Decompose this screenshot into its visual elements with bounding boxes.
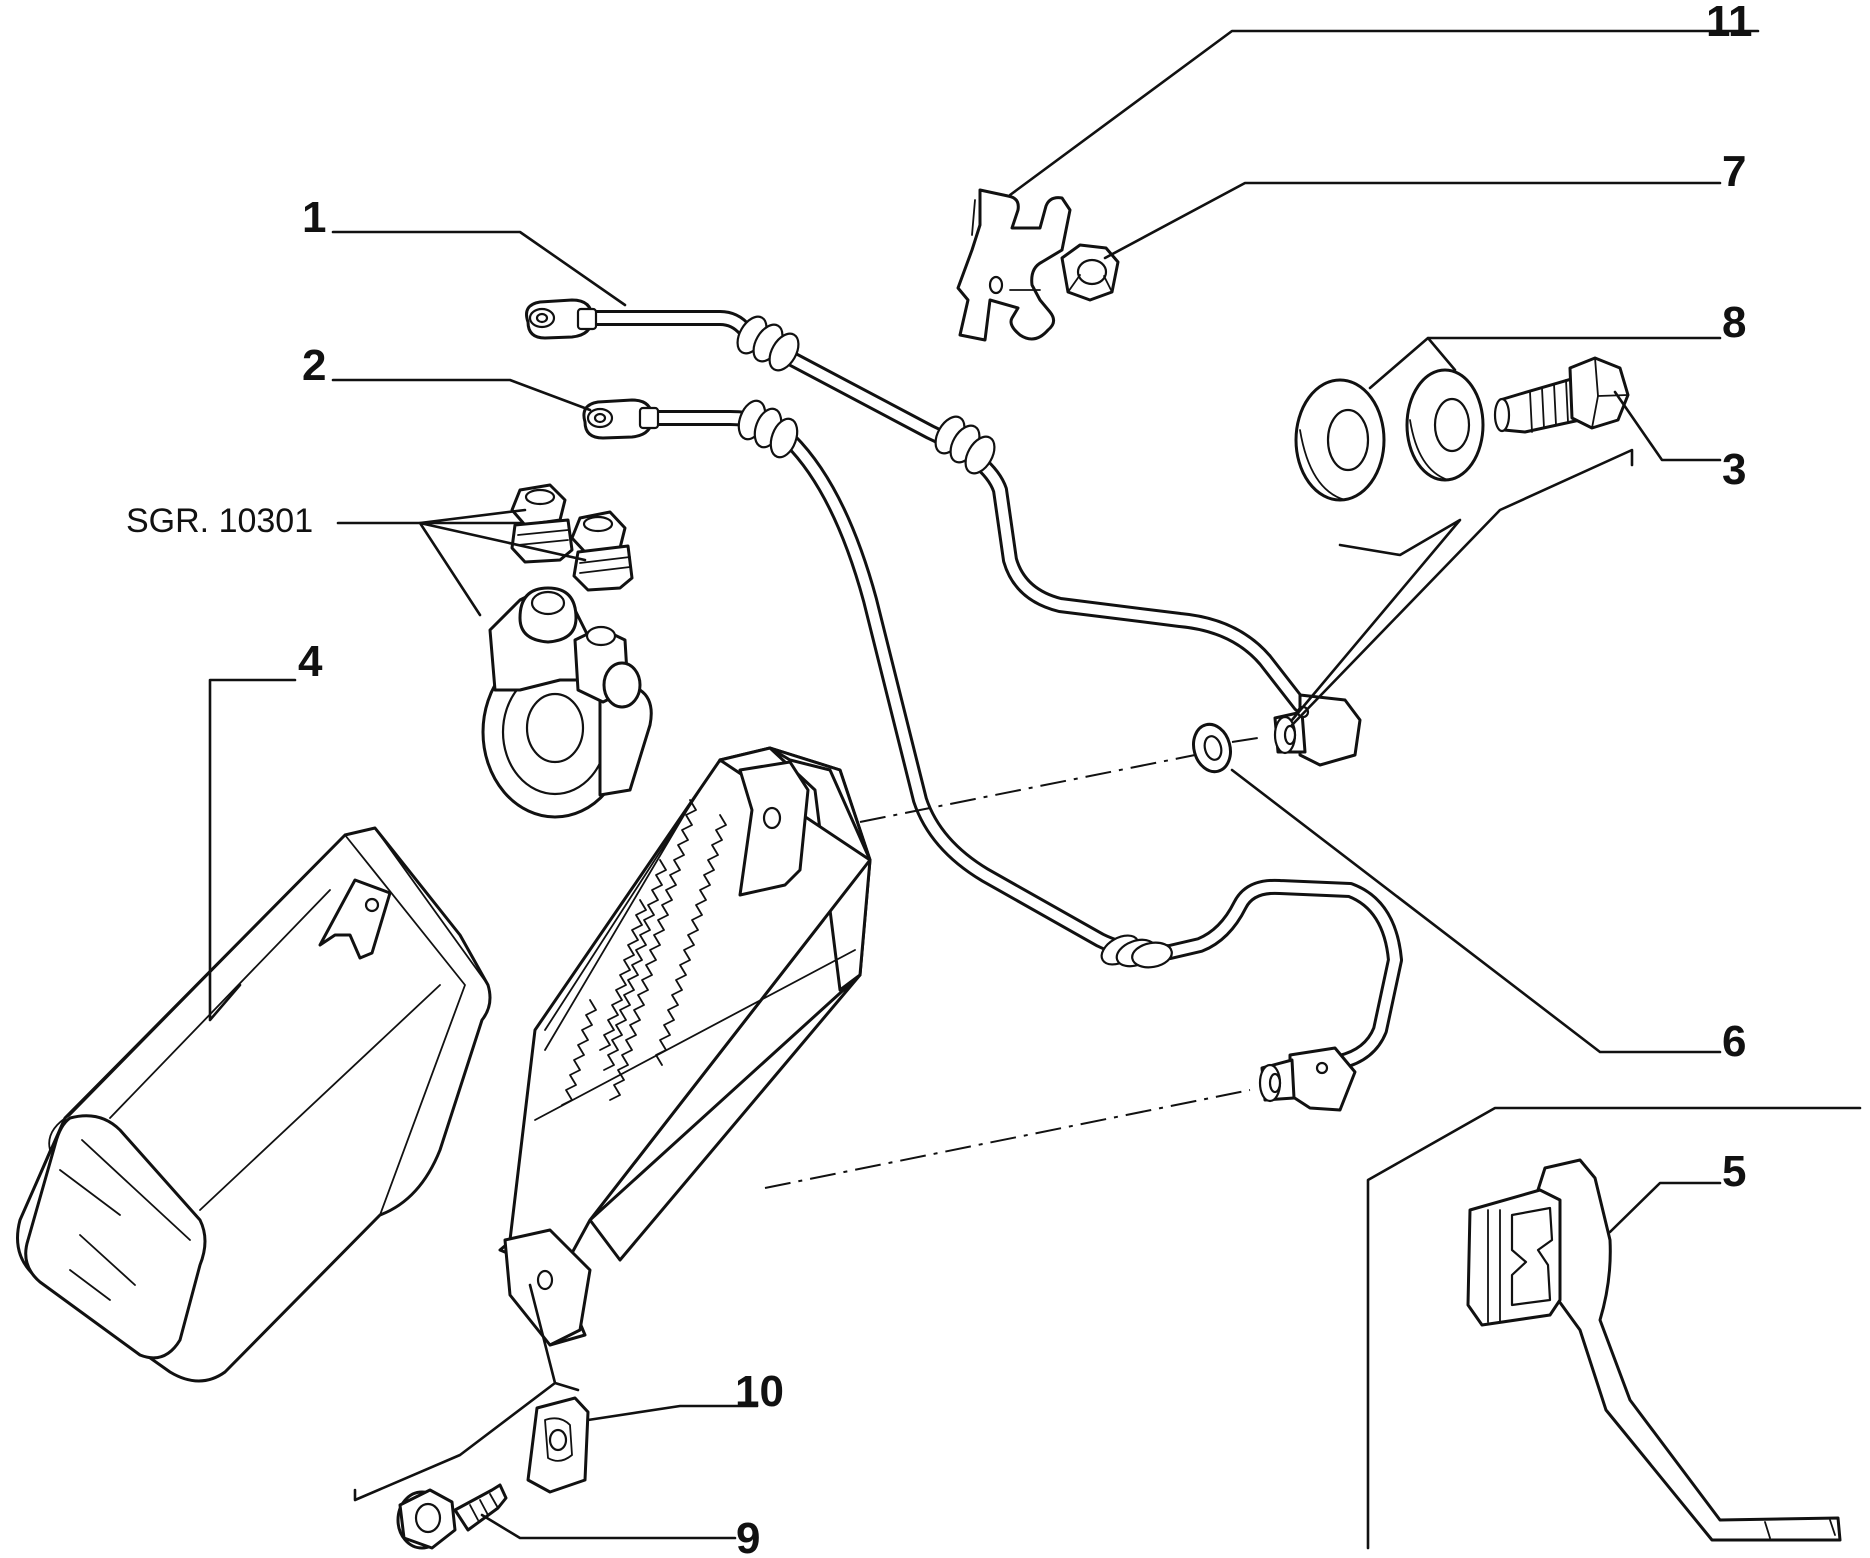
pipe-1-banjo-fitting [525, 298, 598, 340]
oil-cooler-radiator [498, 746, 872, 1347]
leader-11 [1008, 29, 1760, 197]
pipe-2-sleeve [737, 399, 1173, 969]
label-3: 3 [1722, 445, 1746, 494]
label-7: 7 [1722, 147, 1746, 196]
fan-3b [1290, 448, 1634, 727]
oil-pipe-1 [525, 298, 1362, 767]
union-fitting-a [510, 483, 574, 564]
leader-9 [480, 1513, 737, 1540]
label-10: 10 [735, 1367, 784, 1416]
leader-4 [208, 678, 297, 1022]
leader-7 [1103, 181, 1722, 260]
label-9: 9 [736, 1514, 760, 1558]
label-5: 5 [1722, 1147, 1746, 1196]
cooler-bottom-tab [503, 1228, 592, 1347]
label-2: 2 [302, 341, 326, 390]
label-11: 11 [1706, 0, 1753, 46]
leader-6 [1230, 768, 1722, 1054]
label-8: 8 [1722, 298, 1746, 347]
fan-9-10b [553, 1381, 580, 1392]
label-6: 6 [1722, 1017, 1746, 1066]
washer-8b [1405, 368, 1485, 482]
fan-5-frame [1366, 1106, 1862, 1550]
leader-1 [331, 230, 627, 307]
part-number-labels: 1 2 3 4 5 6 7 8 9 10 11 SGR. 10301 [126, 0, 1753, 1558]
label-sgr-reference: SGR. 10301 [126, 502, 313, 540]
leader-lines [208, 29, 1862, 1550]
oil-pipe-2 [582, 398, 1403, 1112]
fan-3 [1290, 518, 1462, 722]
cooler-mount-bracket-5 [1466, 1158, 1842, 1542]
assembly-centerlines [764, 737, 1259, 1189]
pipe-1-end-fitting [1273, 693, 1362, 767]
label-4: 4 [298, 637, 323, 686]
pipe-2-end-fitting [1258, 1046, 1357, 1112]
oil-cooler-cover-4 [16, 826, 492, 1383]
leader-10 [586, 1404, 759, 1422]
leader-3 [1613, 390, 1722, 462]
leader-sgr [336, 508, 587, 617]
pipe-2-banjo-fitting [582, 398, 660, 440]
pipe-1-sleeve [736, 315, 996, 475]
leader-5 [1608, 1181, 1722, 1234]
leader-2 [331, 378, 592, 412]
fan-9-10 [353, 1283, 557, 1502]
seal-ring-6 [1192, 722, 1232, 774]
oil-filter-adapter [481, 586, 653, 819]
clip-nut-10 [526, 1396, 590, 1494]
washer-8a [1294, 378, 1386, 502]
union-fitting-b [570, 510, 634, 592]
label-1: 1 [302, 193, 326, 242]
nut-7 [1060, 243, 1120, 302]
bolt-3 [1493, 356, 1630, 434]
cooler-top-tab [738, 760, 810, 897]
cooler-fins [561, 799, 727, 1106]
leader-8 [1368, 336, 1722, 390]
screw-9 [396, 1483, 508, 1550]
pipe-bracket-11 [956, 188, 1072, 342]
